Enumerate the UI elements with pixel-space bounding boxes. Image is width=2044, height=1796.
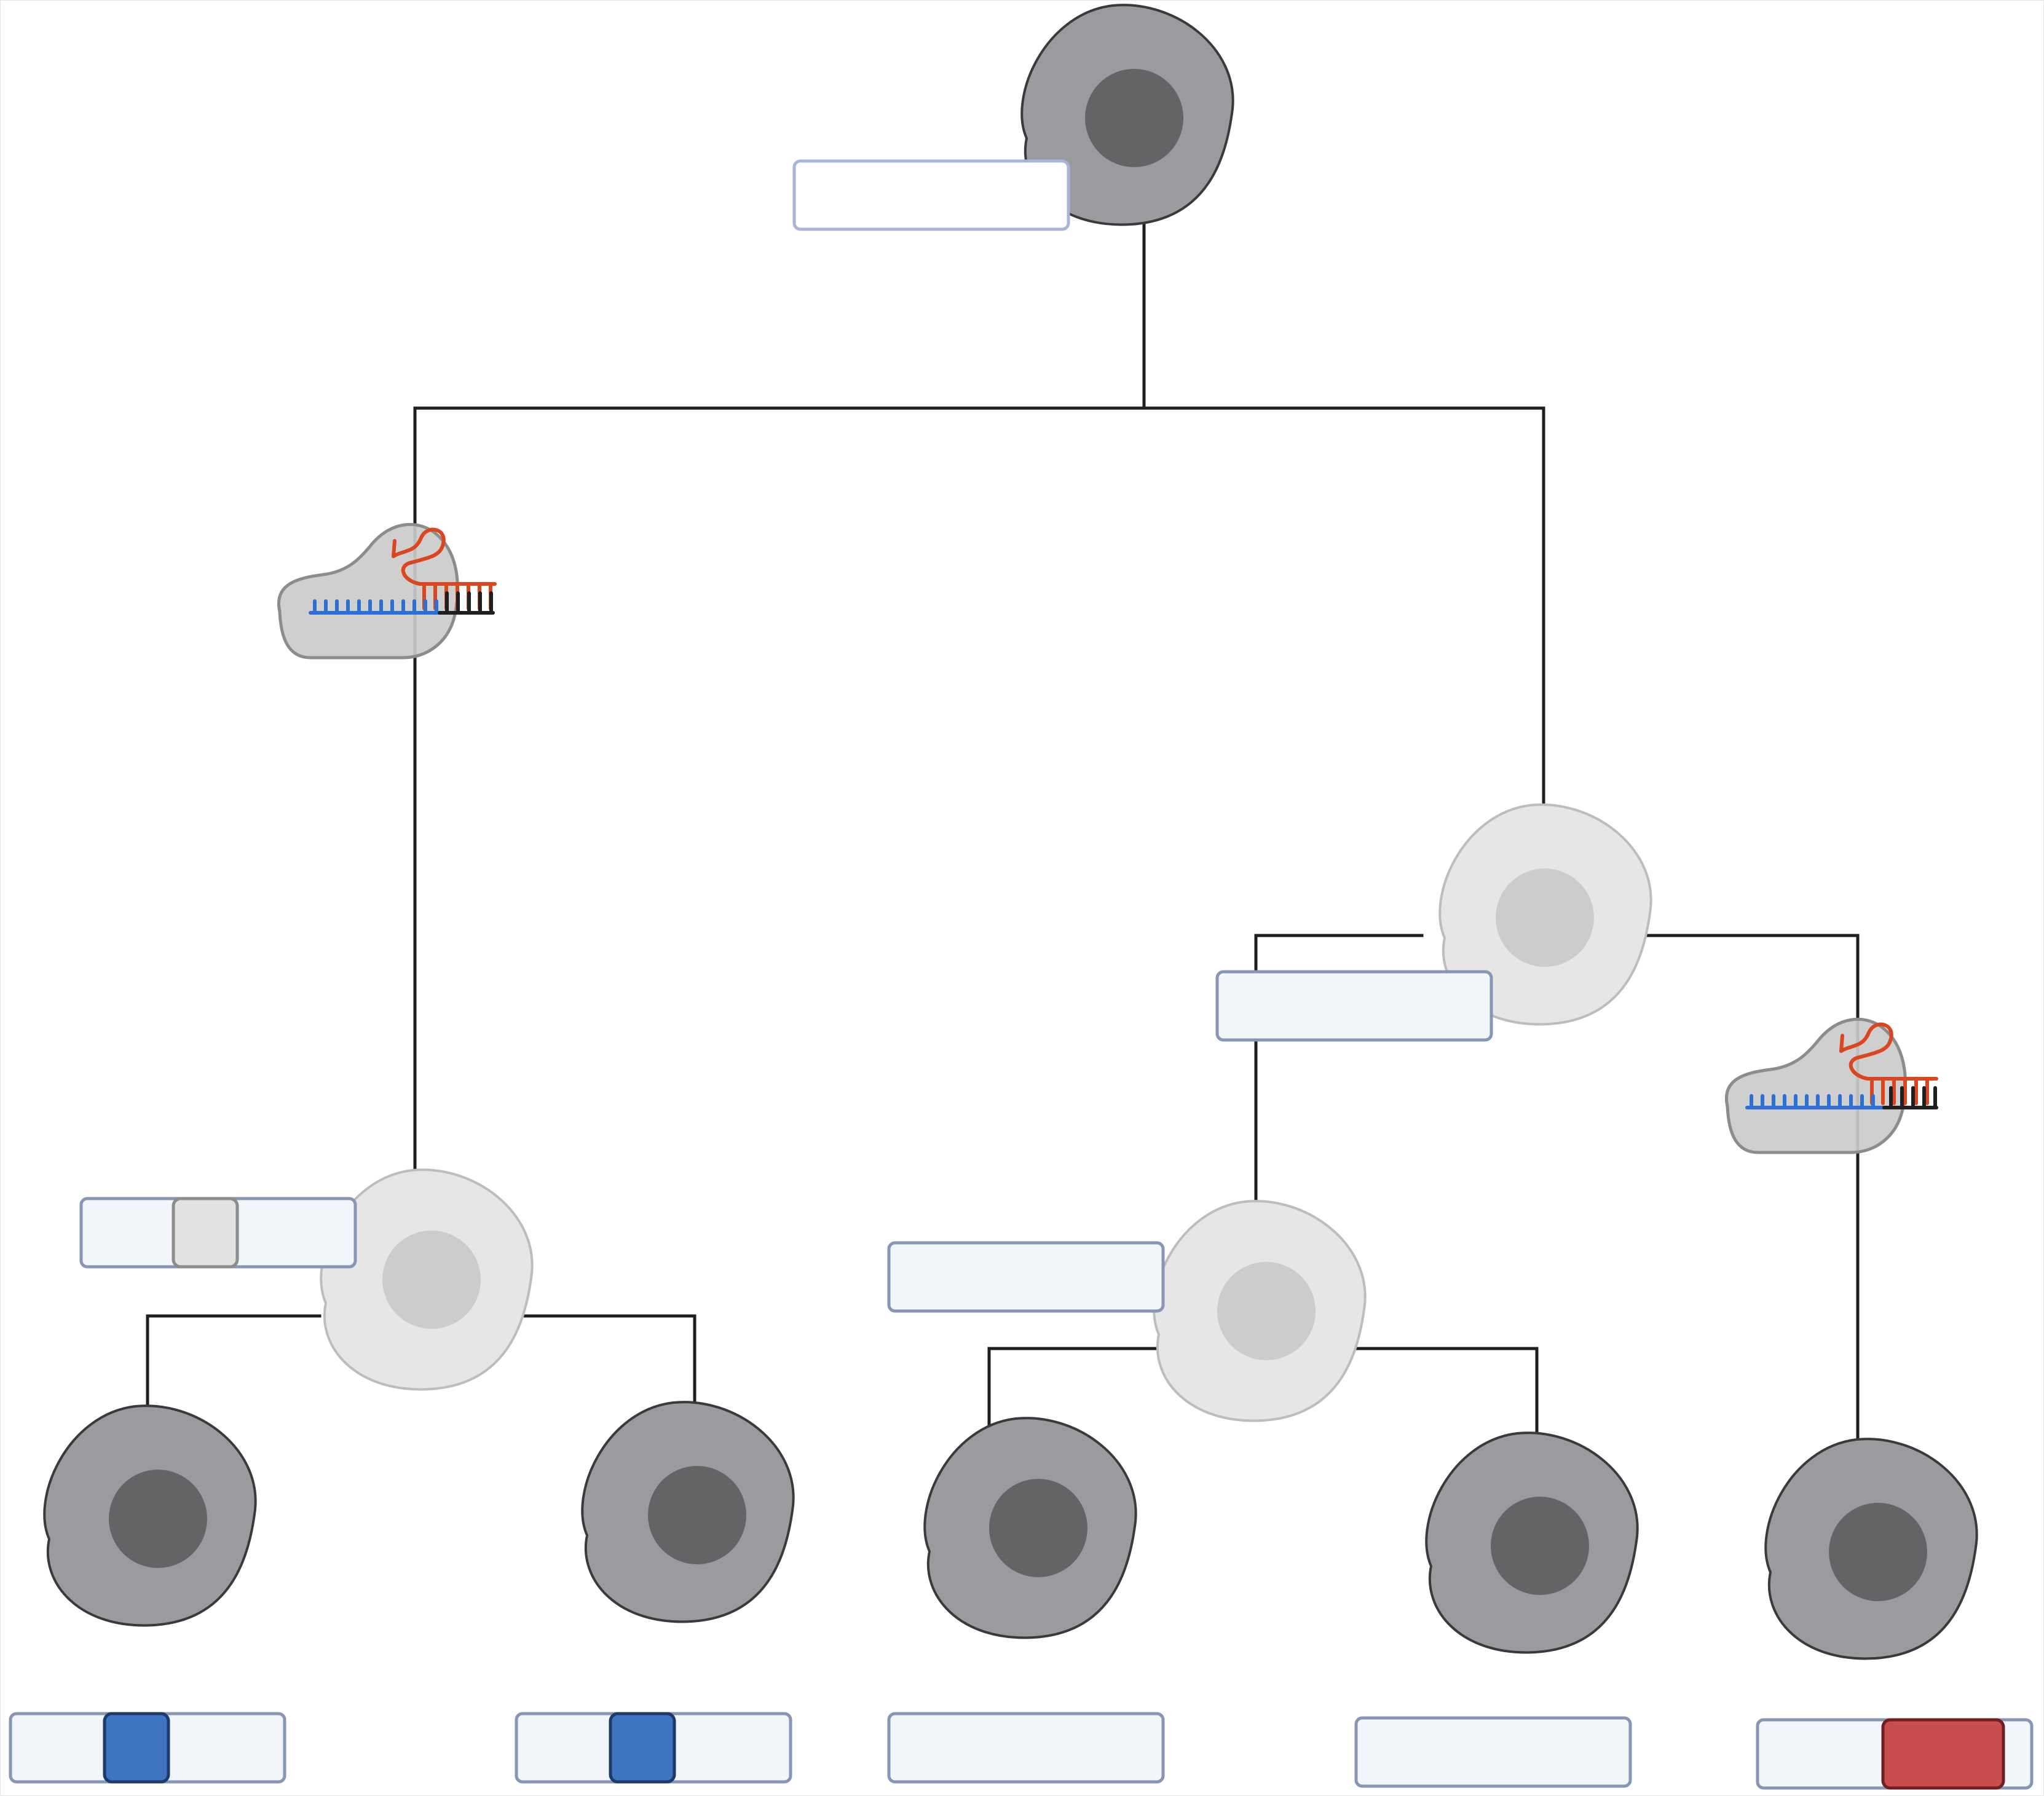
nucleus: [109, 1470, 207, 1568]
marker-chip-red: [1881, 1718, 2005, 1790]
guide-rna-icon: [1839, 1022, 1938, 1105]
progenitor-middle-marker-box: [887, 1241, 1165, 1313]
progenitor-right-cell: [1438, 803, 1652, 1026]
leaf-cell-2: [581, 1401, 795, 1623]
leaf-cell-5: [1764, 1438, 1978, 1660]
nucleus: [989, 1479, 1087, 1577]
leaf-4-marker-box: [1354, 1716, 1632, 1788]
leaf-cell-3: [923, 1417, 1137, 1639]
marker-chip-unknown: [172, 1197, 239, 1269]
nucleus: [382, 1231, 481, 1329]
nucleus: [1829, 1503, 1927, 1601]
marker-chip-blue: [103, 1712, 170, 1784]
nucleus: [1496, 868, 1594, 967]
root-cell: [1020, 4, 1234, 226]
edit-right-cell: [1726, 1019, 1938, 1152]
nucleus: [1491, 1497, 1589, 1595]
connector-progenitor-left-split: [146, 1314, 696, 1409]
leaf-cell-4: [1425, 1432, 1639, 1654]
connector-progenitor-middle-split: [987, 1347, 1539, 1438]
leaf-3-marker-box: [887, 1712, 1165, 1784]
progenitor-left-marker-box: [79, 1197, 357, 1269]
progenitor-middle-cell: [1153, 1200, 1367, 1422]
nucleus: [1217, 1262, 1316, 1360]
marker-chip-blue: [609, 1712, 676, 1784]
progenitor-left-cell: [320, 1168, 534, 1391]
nucleus: [1085, 69, 1183, 167]
edit-left-cell: [278, 524, 497, 658]
leaf-2-marker-box: [515, 1712, 792, 1784]
nucleus: [648, 1466, 746, 1564]
leaf-5-marker-box: [1756, 1718, 2034, 1790]
dna-strand-icon: [1745, 1086, 1938, 1109]
dna-strand-icon: [309, 591, 495, 615]
leaf-cell-1: [43, 1404, 257, 1627]
leaf-1-marker-box: [9, 1712, 286, 1784]
root-marker-box: [792, 159, 1070, 231]
progenitor-right-marker-box: [1215, 970, 1493, 1042]
